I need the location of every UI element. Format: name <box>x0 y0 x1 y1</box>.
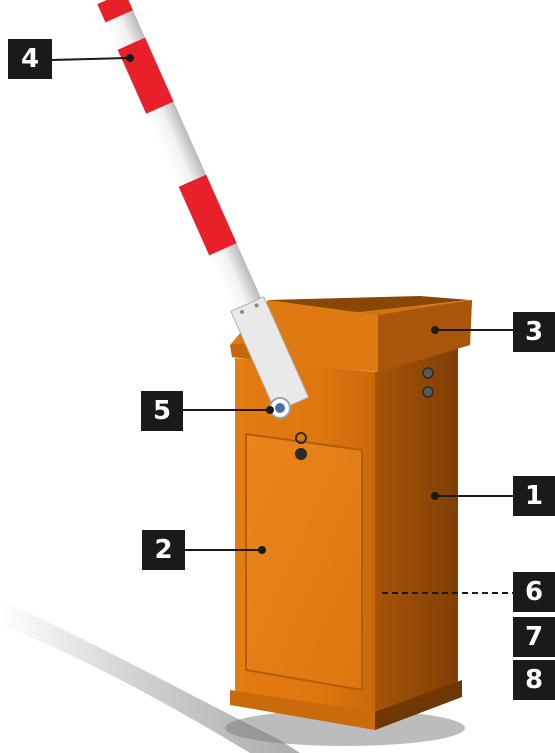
leader-dot-1 <box>431 492 439 500</box>
callout-7: 7 <box>513 617 555 657</box>
boom-arm <box>95 0 309 412</box>
callout-6: 6 <box>513 572 555 612</box>
callout-4: 4 <box>8 39 52 79</box>
callout-8: 8 <box>513 660 555 700</box>
leader-dot-2 <box>258 546 266 554</box>
leader-dot-5 <box>266 406 274 414</box>
door-lock <box>295 448 307 460</box>
service-door <box>246 434 362 690</box>
leader-dot-4 <box>126 54 134 62</box>
leader-line-4 <box>52 58 130 60</box>
housing-side <box>375 345 458 725</box>
leader-dot-3 <box>431 326 439 334</box>
side-bolt-upper <box>423 368 433 378</box>
callout-1: 1 <box>513 476 555 516</box>
callout-5: 5 <box>141 391 183 431</box>
callout-3: 3 <box>513 312 555 352</box>
side-bolt-lower <box>423 387 433 397</box>
callout-2: 2 <box>142 530 185 570</box>
